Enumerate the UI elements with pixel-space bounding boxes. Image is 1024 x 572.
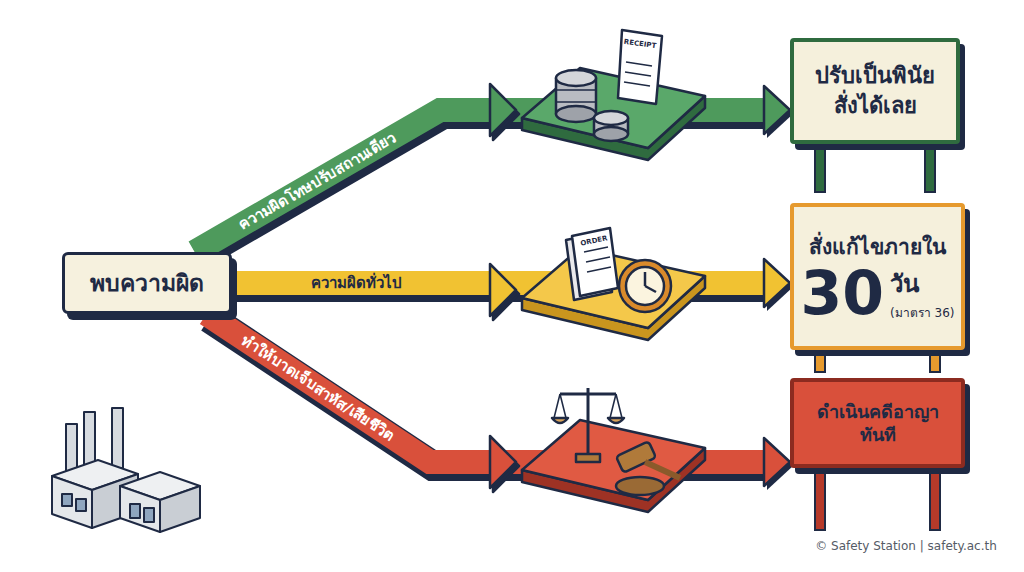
court-platform [522,388,705,512]
gavel-head [616,441,656,473]
arrow-label: ทำให้บาดเจ็บสาหัส/เสียชีวิต [237,328,400,447]
arrowhead [764,86,790,134]
sign-post [815,142,825,192]
arrow-label: ความผิดทั่วไป [311,271,402,295]
coin-edge [556,101,596,103]
gavel-handle [645,462,680,478]
mid-arrowheads [490,84,519,492]
factory-illustration [52,408,200,532]
clock-hand [644,272,647,286]
scale-string [616,394,622,418]
watermark: © Safety Station | safety.ac.th [815,539,997,553]
fine-platform [522,30,705,160]
window [62,494,72,506]
arrow-band [207,314,769,462]
arrowhead [490,264,516,316]
sign-post [815,466,825,530]
scale-base [576,454,600,462]
sign-text: วัน [890,264,954,303]
scale-string [560,394,566,418]
order-paper [572,228,618,296]
wall [52,476,92,528]
arrowhead [764,259,790,307]
scale-string [554,394,560,418]
arrowhead [490,436,516,488]
clock-rim [619,260,671,312]
scale-beam [560,393,616,396]
coin [594,127,628,141]
order-line [586,257,610,262]
receipt-line [625,72,651,76]
arrow-shadow [198,114,771,256]
arrowhead [764,438,790,486]
wall [120,486,160,532]
sign-text: 30 [801,263,885,323]
sign-text: ดำเนินคดีอาญาทันที [802,400,953,447]
arrow-label: ความผิดโทษปรับสถานเดียว [234,126,401,236]
sign-post [930,466,940,530]
order-line [584,247,608,252]
box-text: พบความผิด [90,265,204,301]
outcome-sign: สั่งแก้ไขภายใน30วัน(มาตรา 36) [790,203,965,350]
outcome-sign: ปรับเป็นพินัย สั่งได้เลย [790,38,960,144]
sign-text: สั่งแก้ไขภายใน [801,230,955,263]
outcome-sign: ดำเนินคดีอาญาทันที [790,378,965,468]
wall [160,486,200,532]
platform-top [522,420,705,500]
flow-arrow [207,314,794,490]
scale-pan [552,418,568,423]
chimney [112,408,123,468]
receipt-line [626,62,652,66]
arrowhead [490,84,516,136]
finding-box: พบความผิด [62,252,232,314]
gavel-block [616,477,664,495]
receipt-line [624,82,650,86]
sign-text: ปรับเป็นพินัย สั่งได้เลย [804,61,946,120]
order-line [587,267,611,272]
coin [556,70,596,86]
coin-edge [556,89,596,91]
platform-top [522,68,705,148]
clock-hand [645,286,656,292]
receipt-paper [618,30,662,104]
door [144,508,154,522]
door [130,504,140,518]
sign-post [930,348,940,372]
sign-post [815,348,825,372]
scale-pole [587,388,590,456]
order-platform [522,228,705,340]
sign-text: (มาตรา 36) [890,303,954,322]
clock-face [626,267,664,305]
coin [556,106,596,122]
scale-string [610,394,616,418]
coin [594,111,628,125]
window [76,499,86,511]
arrow-band [195,110,768,252]
sign-post [925,142,935,192]
scale-pan [608,418,624,423]
